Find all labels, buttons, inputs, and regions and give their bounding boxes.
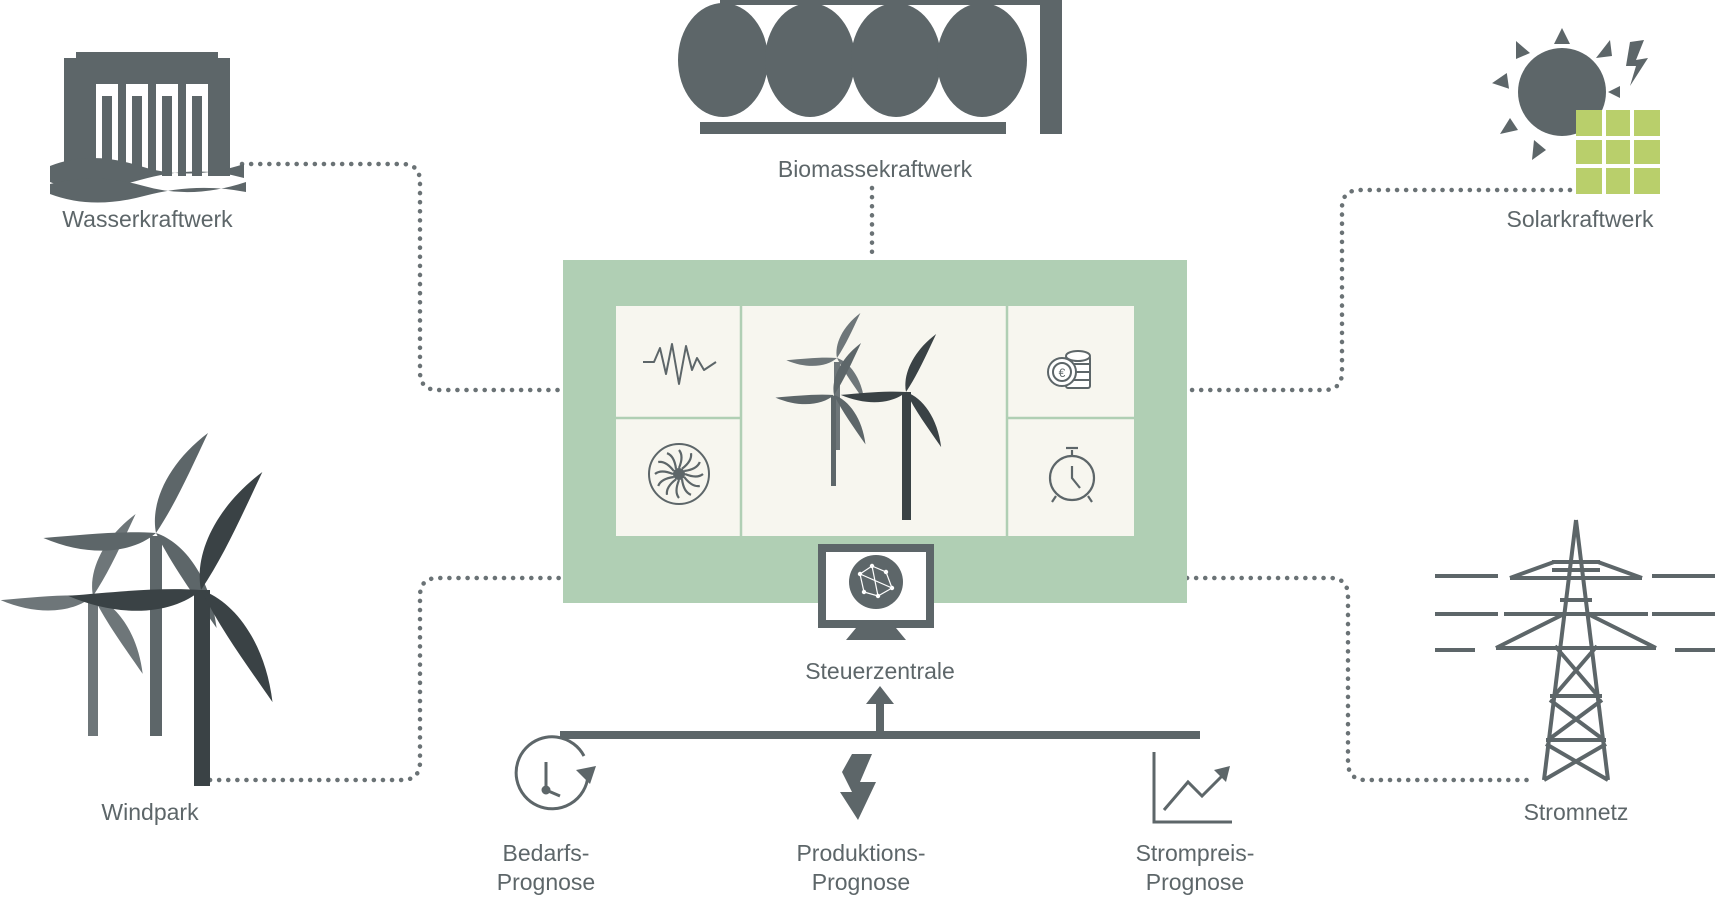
wind-turbines-icon: [0, 433, 304, 786]
connector-grid: [1184, 575, 1538, 783]
turbine-fan-icon: [648, 443, 710, 505]
euro-coins-icon: €: [1047, 350, 1091, 389]
forecast-demand-line1: Bedarfs-: [502, 840, 590, 866]
forecast-price-label: Strompreis- Prognose: [1085, 839, 1305, 897]
forecast-demand-label: Bedarfs- Prognose: [446, 839, 646, 897]
wind-turbines-icon: [775, 313, 957, 520]
forecast-bus: [560, 686, 1200, 739]
sun-solar-panel-icon: [1492, 28, 1660, 194]
forecast-price-line2: Prognose: [1145, 869, 1245, 895]
label-grid: Stromnetz: [1523, 799, 1629, 825]
connector-solar: [1184, 187, 1573, 393]
label-wind: Windpark: [101, 799, 199, 825]
connector-lines: [207, 161, 1573, 783]
signal-wave-icon: [643, 343, 717, 385]
rising-chart-icon: [1152, 752, 1232, 824]
lightning-bolt-icon: [840, 754, 876, 820]
power-pylon-icon: [1435, 519, 1715, 782]
label-hydro: Wasserkraftwerk: [62, 206, 233, 232]
label-solar: Solarkraftwerk: [1506, 206, 1654, 232]
forecast-production-line1: Produktions-: [796, 840, 926, 866]
label-biomass: Biomassekraftwerk: [777, 156, 973, 182]
biomass-tanks-icon: [678, 0, 1062, 134]
connector-hydro: [239, 161, 566, 393]
monitor-network-icon: [818, 544, 934, 640]
label-control: Steuerzentrale: [805, 658, 955, 684]
forecast-price-line1: Strompreis-: [1135, 840, 1255, 866]
connector-wind: [207, 575, 566, 783]
stopwatch-icon: [1048, 446, 1096, 503]
control-dashboard-panel: €: [563, 260, 1187, 640]
forecast-production-label: Produktions- Prognose: [746, 839, 976, 897]
forecast-production-line2: Prognose: [811, 869, 911, 895]
svg-text:€: €: [1059, 366, 1066, 380]
forecast-demand-line2: Prognose: [496, 869, 596, 895]
hydro-dam-icon: [50, 52, 246, 203]
clock-refresh-icon: [514, 735, 596, 811]
